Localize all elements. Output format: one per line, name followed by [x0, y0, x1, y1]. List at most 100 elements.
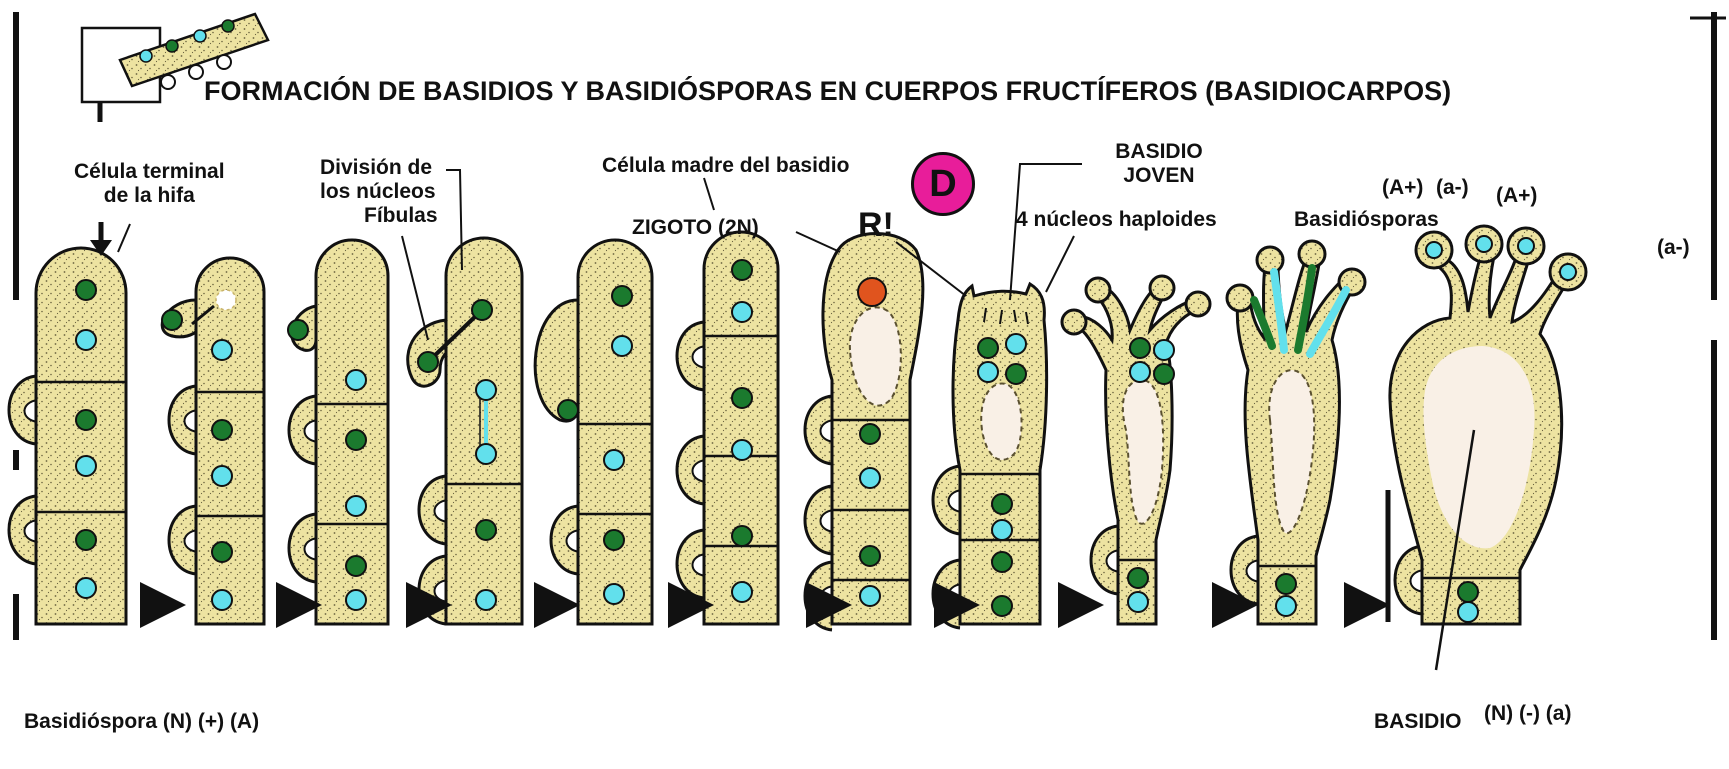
nucleus-green	[978, 338, 998, 358]
label-r-mark: R!	[858, 206, 894, 245]
sterigma-tip	[1299, 241, 1325, 267]
nucleus-cyan	[476, 444, 496, 464]
label-haploid-nuclei: 4 núcleos haploides	[1016, 208, 1217, 232]
nucleus-cyan	[732, 582, 752, 602]
sterigma-tip	[1227, 285, 1253, 311]
nucleus-cyan	[612, 336, 632, 356]
nucleus-green	[1006, 364, 1026, 384]
inset-clamp	[217, 55, 231, 69]
nucleus-cyan	[76, 578, 96, 598]
nucleus-green	[1154, 364, 1174, 384]
nucleus-green	[612, 286, 632, 306]
nucleus-green	[212, 420, 232, 440]
diagram-title: FORMACIÓN DE BASIDIOS Y BASIDIÓSPORAS EN…	[204, 76, 1451, 107]
nucleus-cyan	[978, 362, 998, 382]
nucleus-cyan	[860, 468, 880, 488]
inset-clamp	[189, 65, 203, 79]
pointer-zygote	[796, 232, 840, 252]
stage2-ghost-nucleus	[216, 290, 236, 310]
basidiospore-nucleus	[1518, 238, 1534, 254]
nucleus-green	[162, 310, 182, 330]
nucleus-green	[76, 530, 96, 550]
nucleus-cyan	[1276, 596, 1296, 616]
nucleus-green	[346, 430, 366, 450]
label-fibulas: Fíbulas	[320, 204, 438, 228]
label-terminal-cell-line1: Célula terminal	[74, 160, 225, 184]
nucleus-cyan	[604, 584, 624, 604]
nucleus-green	[732, 526, 752, 546]
nucleus-green	[418, 352, 438, 372]
inset-nucleus	[194, 30, 206, 42]
nucleus-green	[476, 520, 496, 540]
sterigma-tip	[1186, 292, 1210, 316]
nucleus-cyan	[732, 440, 752, 460]
basidiospore-nucleus	[1476, 236, 1492, 252]
label-zygote: ZIGOTO (2N)	[632, 216, 759, 240]
inset-nucleus	[166, 40, 178, 52]
label-spore-a-minus-2: (a-)	[1657, 236, 1690, 260]
basidiospore-nucleus	[1560, 264, 1576, 280]
label-division-line2: los núcleos	[320, 180, 438, 204]
nucleus-cyan	[476, 380, 496, 400]
label-young-basidium: BASIDIO JOVEN	[1084, 140, 1234, 188]
nucleus-cyan	[76, 330, 96, 350]
d-badge: D	[911, 152, 975, 216]
pointer-haploid-nuclei	[1046, 236, 1074, 292]
nucleus-cyan	[1458, 602, 1478, 622]
progression-arrow	[1344, 582, 1390, 628]
nucleus-cyan	[992, 520, 1012, 540]
nucleus-green	[992, 596, 1012, 616]
nucleus-green	[346, 556, 366, 576]
inset-clamp	[161, 75, 175, 89]
nucleus-green	[76, 280, 96, 300]
zygote-nucleus	[858, 278, 886, 306]
label-spore-a-plus-2: (A+)	[1496, 184, 1537, 208]
nucleus-green	[1458, 582, 1478, 602]
sterigma-tip	[1257, 247, 1283, 273]
progression-arrow	[1058, 582, 1104, 628]
label-spore-a-minus-1: (a-)	[1436, 176, 1469, 200]
nucleus-green	[472, 300, 492, 320]
nucleus-cyan	[732, 302, 752, 322]
nucleus-cyan	[1006, 334, 1026, 354]
pointer-mother-cell	[704, 178, 714, 210]
label-mother-cell: Célula madre del basidio	[602, 154, 849, 178]
pointer-terminal-cell-2	[118, 224, 130, 252]
nucleus-cyan	[212, 590, 232, 610]
label-basidio-bottom: BASIDIO	[1374, 710, 1462, 734]
sterigma-tip	[1062, 310, 1086, 334]
label-basidiospores: Basidiósporas	[1294, 208, 1439, 232]
label-division: División de los núcleos Fíbulas	[320, 156, 438, 228]
nucleus-cyan	[76, 456, 96, 476]
nucleus-green	[732, 260, 752, 280]
sterigma-tip	[1086, 278, 1110, 302]
stage1-terminal-cell	[36, 248, 126, 624]
nucleus-green	[288, 320, 308, 340]
nucleus-cyan	[1130, 362, 1150, 382]
label-spore-a-plus-1: (A+)	[1382, 176, 1423, 200]
basidiospore-nucleus	[1426, 242, 1442, 258]
nucleus-cyan	[1128, 592, 1148, 612]
nucleus-green	[1128, 568, 1148, 588]
nucleus-green	[860, 546, 880, 566]
label-terminal-cell-line2: de la hifa	[74, 184, 225, 208]
inset-nucleus	[140, 50, 152, 62]
nucleus-green	[558, 400, 578, 420]
nucleus-cyan	[860, 586, 880, 606]
nucleus-cyan	[346, 496, 366, 516]
nucleus-cyan	[212, 466, 232, 486]
nucleus-green	[212, 542, 232, 562]
nucleus-green	[992, 552, 1012, 572]
sterigma-tip	[1150, 276, 1174, 300]
label-basidiospore-bottom: Basidióspora (N) (+) (A)	[24, 710, 259, 734]
nucleus-green	[604, 530, 624, 550]
nucleus-cyan	[604, 450, 624, 470]
nucleus-green	[1130, 338, 1150, 358]
inset-nucleus	[222, 20, 234, 32]
label-young-basidium-line1: BASIDIO	[1084, 140, 1234, 164]
nucleus-green	[1276, 574, 1296, 594]
nucleus-cyan	[346, 370, 366, 390]
nucleus-cyan	[346, 590, 366, 610]
